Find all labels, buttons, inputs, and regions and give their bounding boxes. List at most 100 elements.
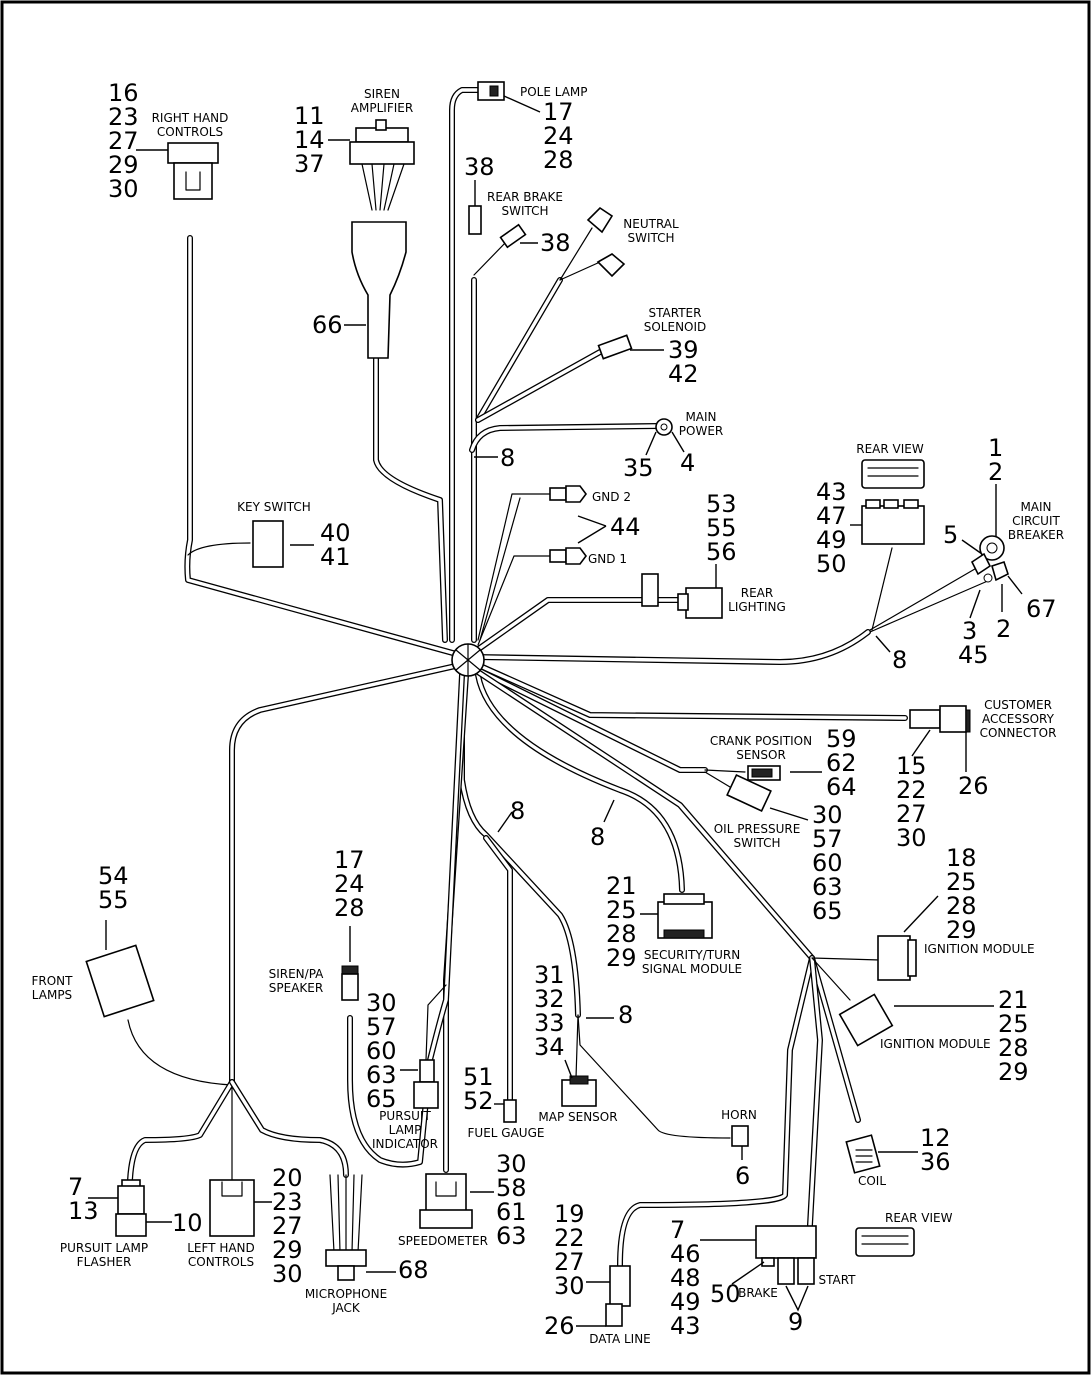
right-hand-controls-label: RIGHT HAND bbox=[152, 111, 229, 125]
relay-block-ref-number: 7 bbox=[670, 1216, 685, 1244]
data-line-ref-number: 26 bbox=[544, 1312, 575, 1340]
pursuit-lamp-flasher-label: PURSUIT LAMP bbox=[60, 1241, 148, 1255]
map-sensor-ref-number: 34 bbox=[534, 1033, 565, 1061]
customer-accessory-connector-ref-number: 22 bbox=[896, 776, 927, 804]
main-circuit-breaker-label: CIRCUIT bbox=[1012, 514, 1060, 528]
siren-pa-speaker-ref-number: 17 bbox=[334, 846, 365, 874]
ground-terminals bbox=[549, 485, 587, 565]
customer-accessory-connector-label: ACCESSORY bbox=[982, 712, 1055, 726]
main-circuit-breaker-ref-number: 3 bbox=[962, 617, 977, 645]
circuit-breaker-housing-ref-number: 43 bbox=[816, 478, 847, 506]
main-circuit-breaker-ref-number: 2 bbox=[988, 458, 1003, 486]
main-circuit-breaker-ref-number: 2 bbox=[996, 615, 1011, 643]
ignition-module-lower-ref-number: 28 bbox=[998, 1034, 1029, 1062]
clip-right-ref-number: 8 bbox=[892, 646, 907, 674]
rear-lighting-ref-number: 53 bbox=[706, 490, 737, 518]
main-circuit-breaker-ref-number: 5 bbox=[943, 521, 958, 549]
ignition-module-upper-label: IGNITION MODULE bbox=[924, 942, 1035, 956]
security-turn-signal-module-ref-number: 25 bbox=[606, 896, 637, 924]
neutral-switch-label: NEUTRAL bbox=[623, 217, 679, 231]
data-line-shape bbox=[605, 1265, 631, 1327]
speedometer-label: SPEEDOMETER bbox=[398, 1234, 488, 1248]
callout-text: RIGHT HANDCONTROLS1623272930SIRENAMPLIFI… bbox=[32, 79, 1065, 1346]
customer-accessory-connector-shape bbox=[909, 705, 971, 733]
neutral-switch-label: SWITCH bbox=[627, 231, 674, 245]
siren-amplifier-shape bbox=[349, 119, 415, 359]
neutral-switch-shape bbox=[586, 206, 626, 278]
main-circuit-breaker-shape bbox=[970, 535, 1009, 583]
oil-pressure-switch-shape bbox=[726, 773, 772, 813]
siren-amplifier-label: SIREN bbox=[364, 87, 400, 101]
security-turn-signal-module-ref-number: 28 bbox=[606, 920, 637, 948]
right-hand-controls-ref-number: 29 bbox=[108, 151, 139, 179]
relay-block-label: BRAKE bbox=[738, 1286, 778, 1300]
map-sensor-label: MAP SENSOR bbox=[538, 1110, 617, 1124]
right-hand-controls-ref-number: 30 bbox=[108, 175, 139, 203]
main-circuit-breaker-ref-number: 45 bbox=[958, 641, 989, 669]
circuit-breaker-housing-ref-number: 47 bbox=[816, 502, 847, 530]
rear-lighting-ref-number: 56 bbox=[706, 538, 737, 566]
pursuit-lamp-indicator-shape bbox=[413, 1059, 439, 1109]
microphone-jack-shape bbox=[325, 1174, 367, 1281]
siren-pa-speaker-label: SIREN/PA bbox=[269, 967, 325, 981]
pursuit-lamp-indicator-ref-number: 60 bbox=[366, 1037, 397, 1065]
left-hand-controls-ref-number: 23 bbox=[272, 1188, 303, 1216]
left-hand-controls-label: LEFT HAND bbox=[187, 1241, 255, 1255]
relay-block-ref-number: 50 bbox=[710, 1280, 741, 1308]
crank-position-sensor-ref-number: 59 bbox=[826, 725, 857, 753]
pole-lamp-ref-number: 28 bbox=[543, 146, 574, 174]
relay-block-ref-number: 43 bbox=[670, 1312, 701, 1340]
left-hand-controls-ref-number: 27 bbox=[272, 1212, 303, 1240]
main-power-ref-number: 4 bbox=[680, 449, 695, 477]
pursuit-lamp-indicator-label: LAMP bbox=[389, 1123, 422, 1137]
front-lamps-ref-number: 55 bbox=[98, 886, 129, 914]
siren-amplifier-ref-number: 37 bbox=[294, 150, 325, 178]
wire-bundles bbox=[127, 87, 991, 1268]
data-line-ref-number: 27 bbox=[554, 1248, 585, 1276]
starter-solenoid-ref-number: 39 bbox=[668, 336, 699, 364]
starter-solenoid-label: STARTER bbox=[649, 306, 702, 320]
customer-accessory-connector-ref-number: 26 bbox=[958, 772, 989, 800]
left-hand-controls-ref-number: 29 bbox=[272, 1236, 303, 1264]
fuel-gauge-ref-number: 51 bbox=[463, 1063, 494, 1091]
security-turn-signal-module-label: SECURITY/TURN bbox=[644, 948, 740, 962]
siren-amplifier-ref-number: 14 bbox=[294, 126, 325, 154]
clip-mid-left-ref-number: 8 bbox=[510, 797, 525, 825]
ignition-module-lower-ref-number: 29 bbox=[998, 1058, 1029, 1086]
relay-block-ref-number: 9 bbox=[788, 1308, 803, 1336]
circuit-breaker-housing-ref-number: 49 bbox=[816, 526, 847, 554]
clip-upper-ref-number: 8 bbox=[500, 444, 515, 472]
circuit-breaker-housing bbox=[861, 459, 925, 545]
siren-pa-speaker-label: SPEAKER bbox=[269, 981, 323, 995]
main-circuit-breaker-ref-number: 1 bbox=[988, 434, 1003, 462]
right-hand-controls-label: CONTROLS bbox=[157, 125, 223, 139]
main-circuit-breaker-label: MAIN bbox=[1020, 500, 1051, 514]
grounds-ref-number: 44 bbox=[610, 513, 641, 541]
left-hand-controls-ref-number: 30 bbox=[272, 1260, 303, 1288]
rear-brake-switch-label: REAR BRAKE bbox=[487, 190, 563, 204]
siren-pa-speaker-ref-number: 24 bbox=[334, 870, 365, 898]
oil-pressure-switch-ref-number: 60 bbox=[812, 849, 843, 877]
right-hand-controls-ref-number: 16 bbox=[108, 79, 139, 107]
pursuit-lamp-flasher-ref-number: 13 bbox=[68, 1197, 99, 1225]
starter-solenoid-ref-number: 42 bbox=[668, 360, 699, 388]
main-power-terminal bbox=[655, 418, 673, 436]
relay-block-ref-number: 49 bbox=[670, 1288, 701, 1316]
ignition-module-lower-ref-number: 25 bbox=[998, 1010, 1029, 1038]
pole-lamp-connector bbox=[477, 81, 505, 101]
ignition-module-lower-label: IGNITION MODULE bbox=[880, 1037, 991, 1051]
microphone-jack-ref-number: 68 bbox=[398, 1256, 429, 1284]
right-hand-controls-connector bbox=[167, 142, 219, 200]
oil-pressure-switch-ref-number: 30 bbox=[812, 801, 843, 829]
oil-pressure-switch-label: OIL PRESSURE bbox=[714, 822, 801, 836]
ignition-module-upper-ref-number: 18 bbox=[946, 844, 977, 872]
ignition-module-lower-shape bbox=[838, 993, 894, 1047]
ignition-module-upper-shape bbox=[877, 935, 917, 981]
clip-mid-right-ref-number: 8 bbox=[590, 823, 605, 851]
main-power-ref-number: 35 bbox=[623, 454, 654, 482]
pursuit-lamp-flasher-ref-number: 10 bbox=[172, 1209, 203, 1237]
pursuit-lamp-indicator-label: PURSUIT bbox=[379, 1109, 431, 1123]
crank-position-sensor-label: SENSOR bbox=[736, 748, 786, 762]
pursuit-lamp-indicator-ref-number: 65 bbox=[366, 1085, 397, 1113]
